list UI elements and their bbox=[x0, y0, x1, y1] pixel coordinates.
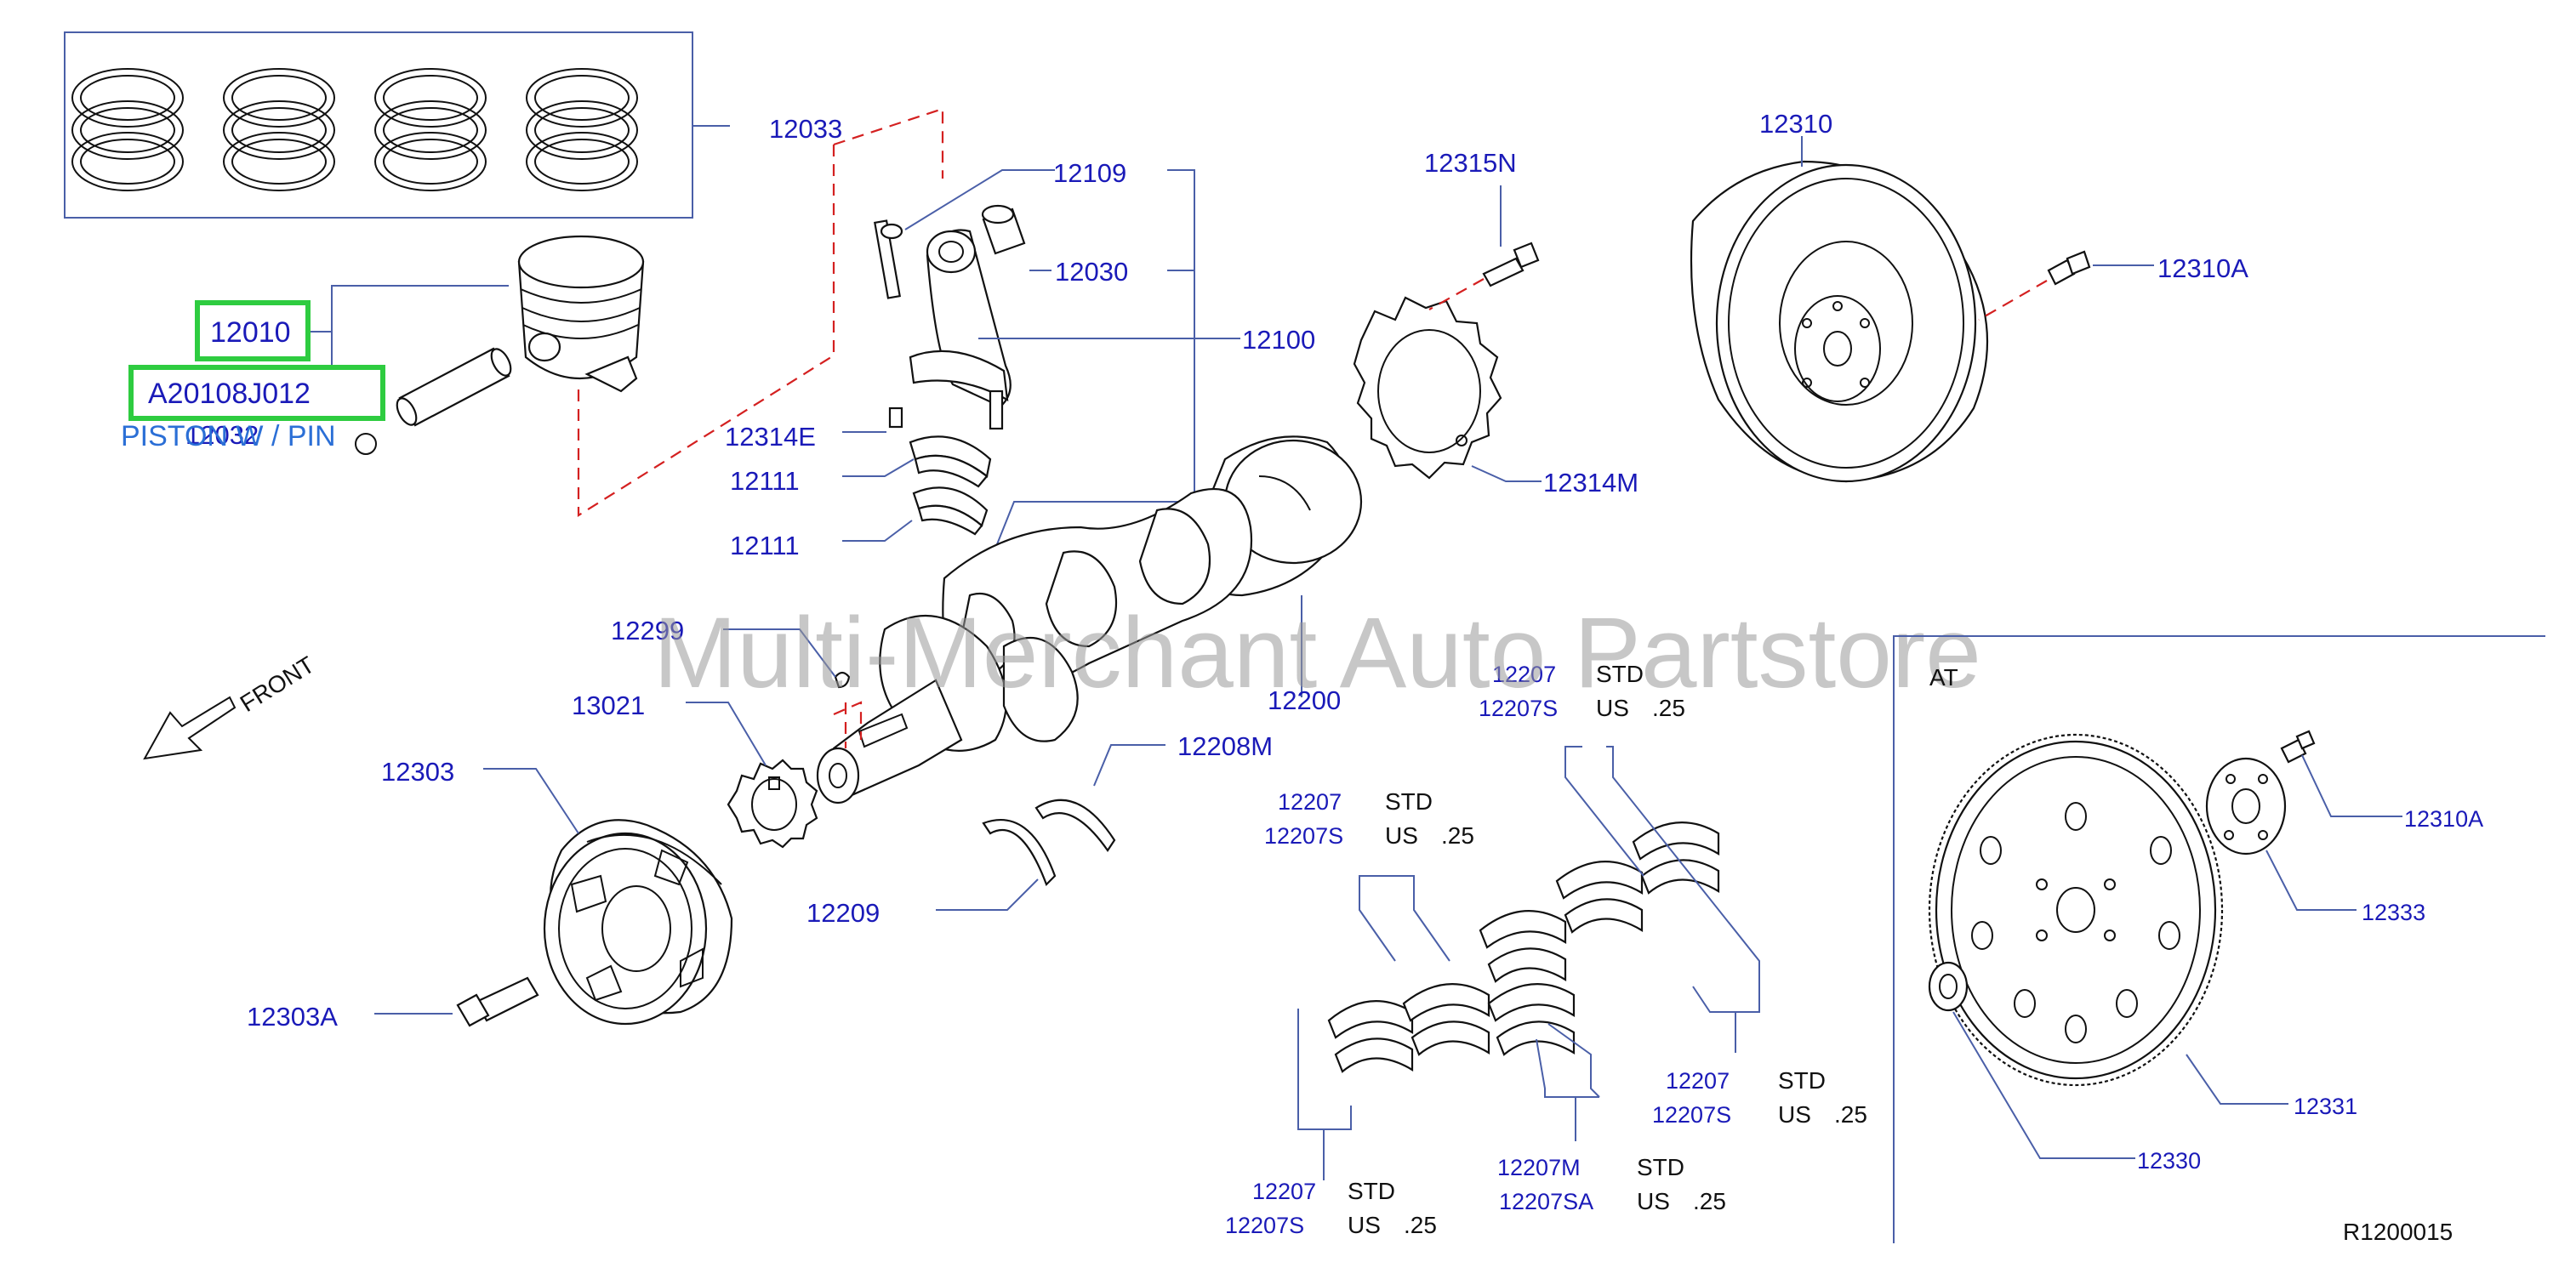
label-12314E: 12314E bbox=[725, 422, 816, 452]
label-12303: 12303 bbox=[381, 757, 454, 787]
bearing-1-std: STD bbox=[1385, 788, 1433, 815]
piston-ring-set bbox=[64, 31, 730, 219]
label-12208M: 12208M bbox=[1177, 731, 1273, 761]
bearing-2-us: US bbox=[1778, 1101, 1811, 1128]
crankshaft bbox=[816, 435, 1363, 804]
label-12315N: 12315N bbox=[1424, 148, 1517, 178]
watermark: Multi-Merchant Auto Partstore bbox=[653, 597, 1981, 709]
piston-pin-bushing bbox=[981, 204, 1026, 255]
bearing-4-us: US bbox=[1348, 1212, 1381, 1238]
bearing-3-part-b: 12207SA bbox=[1499, 1189, 1593, 1214]
rod-nut bbox=[888, 406, 903, 429]
bearing-0-us: US bbox=[1596, 695, 1629, 721]
rod-bearing-lower bbox=[912, 486, 989, 536]
label-12200: 12200 bbox=[1268, 685, 1341, 715]
bearing-2-std: STD bbox=[1778, 1067, 1826, 1094]
label-12033: 12033 bbox=[769, 114, 842, 144]
label-12310A: 12310A bbox=[2157, 253, 2248, 283]
highlight-box-part-no bbox=[195, 300, 311, 361]
bearing-1-part-a: 12207 bbox=[1278, 789, 1342, 815]
flywheel bbox=[1690, 160, 1989, 483]
at-label-12310A: 12310A bbox=[2404, 806, 2483, 832]
rod-bearing-upper bbox=[909, 435, 992, 488]
label-12030: 12030 bbox=[1055, 257, 1128, 287]
crank-sprocket bbox=[727, 759, 818, 849]
at-section bbox=[1893, 635, 2545, 1243]
bearing-0-part-b: 12207S bbox=[1479, 696, 1558, 721]
bearing-3-us: US bbox=[1637, 1188, 1670, 1214]
bearing-4-val: .25 bbox=[1404, 1212, 1437, 1238]
label-12209: 12209 bbox=[806, 898, 880, 928]
label-13021: 13021 bbox=[572, 691, 645, 720]
label-12109: 12109 bbox=[1053, 158, 1126, 188]
label-12100: 12100 bbox=[1242, 325, 1315, 355]
at-label-12333: 12333 bbox=[2362, 900, 2425, 925]
thrust-washer-upper bbox=[1034, 799, 1116, 852]
highlight-part-no[interactable]: 12010 bbox=[210, 316, 291, 349]
bearing-4-std: STD bbox=[1348, 1178, 1395, 1204]
highlight-box-oem-no bbox=[128, 365, 385, 421]
thrust-washer-lower bbox=[982, 819, 1057, 886]
at-label-12330: 12330 bbox=[2137, 1148, 2201, 1174]
bearing-3-val: .25 bbox=[1693, 1188, 1726, 1214]
flex-bolt bbox=[1482, 242, 1540, 287]
signal-plate bbox=[1353, 296, 1502, 480]
highlight-description: PISTON W / PIN bbox=[121, 420, 336, 452]
bearing-4-part-b: 12207S bbox=[1225, 1213, 1304, 1238]
bearing-4-part-a: 12207 bbox=[1252, 1179, 1316, 1204]
bearing-1-val: .25 bbox=[1441, 822, 1474, 849]
label-12310: 12310 bbox=[1759, 109, 1832, 139]
front-label: FRONT bbox=[236, 651, 319, 717]
bearing-0-part-a: 12207 bbox=[1492, 662, 1556, 687]
drive-plate bbox=[1928, 733, 2224, 1087]
pulley-bolt bbox=[456, 976, 539, 1027]
at-label: AT bbox=[1929, 664, 1958, 691]
bearing-2-val: .25 bbox=[1834, 1101, 1867, 1128]
at-label-12331: 12331 bbox=[2294, 1094, 2357, 1119]
crank-pulley bbox=[543, 819, 733, 1026]
label-12299: 12299 bbox=[611, 616, 684, 645]
bearing-0-val: .25 bbox=[1652, 695, 1685, 721]
bearing-2-part-b: 12207S bbox=[1652, 1102, 1731, 1128]
bearing-2-part-a: 12207 bbox=[1666, 1068, 1730, 1094]
pilot-bushing bbox=[1928, 961, 1969, 1012]
bearing-3-std: STD bbox=[1637, 1154, 1684, 1180]
flywheel-bolt bbox=[2047, 250, 2091, 286]
reinforcement-plate bbox=[2205, 757, 2287, 856]
piston-pin bbox=[355, 347, 512, 455]
main-bearings bbox=[1327, 821, 1720, 1073]
piston bbox=[517, 235, 645, 393]
label-12032: 12032 bbox=[185, 420, 259, 450]
connecting-rod bbox=[874, 219, 1012, 430]
bearing-0-std: STD bbox=[1596, 661, 1644, 687]
front-arrow bbox=[143, 696, 237, 760]
drive-plate-bolt bbox=[2280, 730, 2316, 764]
highlight-oem-no[interactable]: A20108J012 bbox=[148, 378, 311, 410]
label-12303A: 12303A bbox=[247, 1002, 338, 1032]
woodruff-key bbox=[834, 671, 851, 689]
bearing-1-us: US bbox=[1385, 822, 1418, 849]
bearing-1-part-b: 12207S bbox=[1264, 823, 1343, 849]
label-12111-a: 12111 bbox=[730, 466, 800, 496]
label-12111-b: 12111 bbox=[730, 531, 800, 560]
label-12314M: 12314M bbox=[1543, 468, 1638, 497]
bearing-3-part-a: 12207M bbox=[1497, 1155, 1581, 1180]
diagram-code: R1200015 bbox=[2343, 1219, 2453, 1245]
